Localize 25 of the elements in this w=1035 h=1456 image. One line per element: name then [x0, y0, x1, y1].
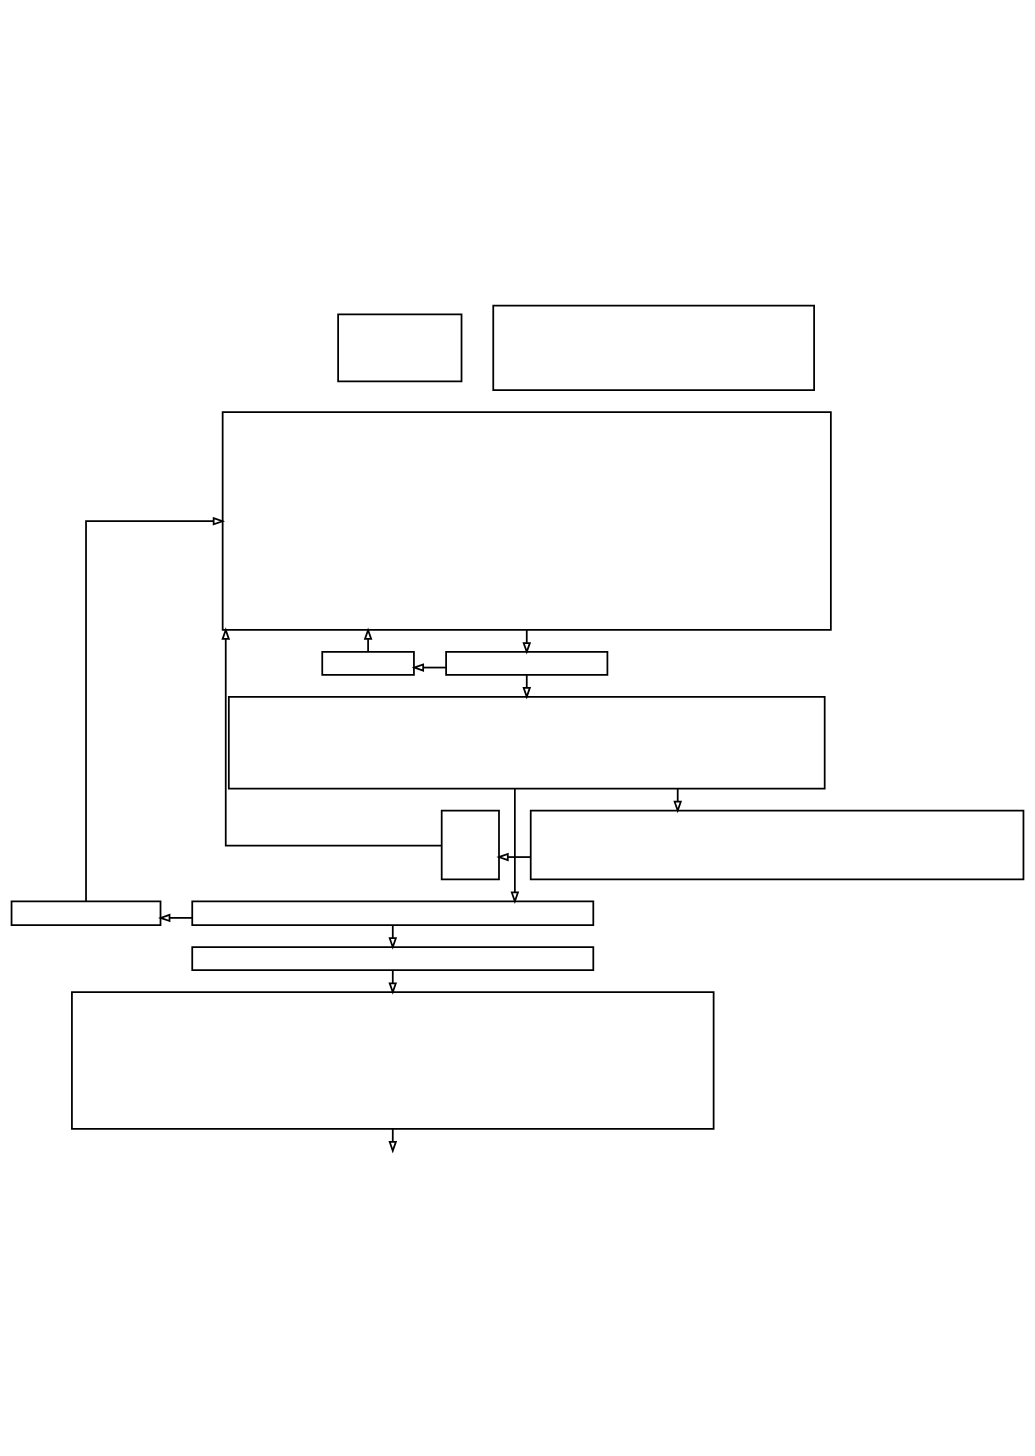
arrow	[85, 516, 226, 902]
node-box	[445, 650, 609, 676]
node-box	[191, 900, 595, 926]
node-box	[221, 410, 832, 631]
arrow	[411, 662, 447, 672]
node-box	[529, 809, 1025, 880]
arrow	[388, 969, 398, 995]
arrow	[388, 1127, 398, 1153]
arrow	[158, 913, 193, 922]
node-box	[10, 900, 162, 926]
node-box	[337, 312, 463, 382]
arrow	[221, 626, 443, 846]
node-box	[440, 809, 500, 880]
arrow	[522, 673, 532, 699]
arrow	[510, 787, 520, 904]
arrow	[388, 923, 398, 950]
node-box	[227, 695, 826, 789]
node-box	[191, 945, 595, 971]
node-box	[492, 304, 815, 391]
node-box	[321, 650, 415, 676]
arrow	[363, 626, 373, 653]
node-box	[71, 990, 715, 1130]
arrow	[522, 628, 532, 655]
arrow	[673, 787, 683, 813]
arrow	[496, 852, 532, 861]
